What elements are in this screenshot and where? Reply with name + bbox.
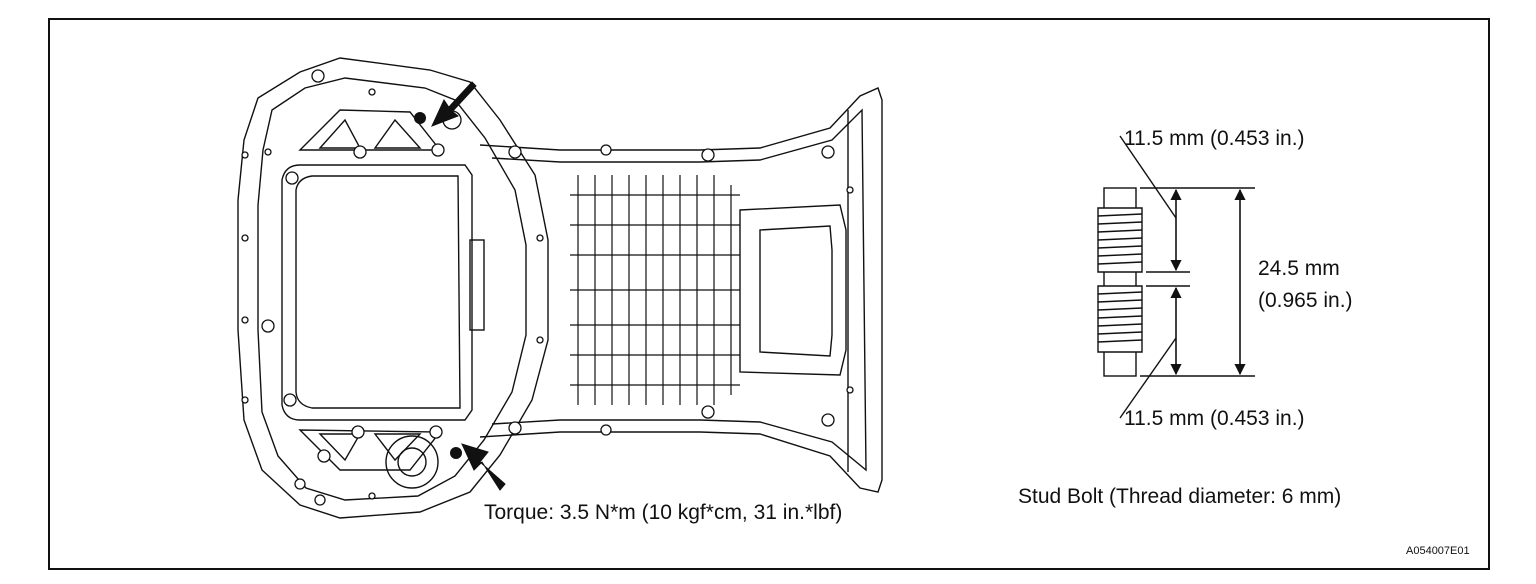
- bolt-holes: [241, 69, 854, 506]
- figure-code: A054007E01: [1406, 545, 1470, 557]
- lower-thread-dimension: 11.5 mm (0.453 in.): [1124, 407, 1305, 430]
- pointer-arrows: [431, 81, 506, 491]
- dimension-lines: [1170, 188, 1246, 376]
- stud-bolt-drawing: [1097, 135, 1255, 419]
- diagram-frame: [48, 18, 1490, 570]
- torque-label: Torque: 3.5 N*m (10 kgf*cm, 31 in.*lbf): [484, 501, 843, 524]
- stud-markers: [414, 112, 462, 459]
- stud-bolt-caption: Stud Bolt (Thread diameter: 6 mm): [1018, 485, 1342, 508]
- total-length-mm: 24.5 mm: [1258, 257, 1340, 280]
- total-length-in: (0.965 in.): [1258, 289, 1353, 312]
- upper-thread-dimension: 11.5 mm (0.453 in.): [1124, 127, 1305, 150]
- rib-grid: [570, 175, 740, 405]
- oil-pan-drawing: [237, 57, 883, 519]
